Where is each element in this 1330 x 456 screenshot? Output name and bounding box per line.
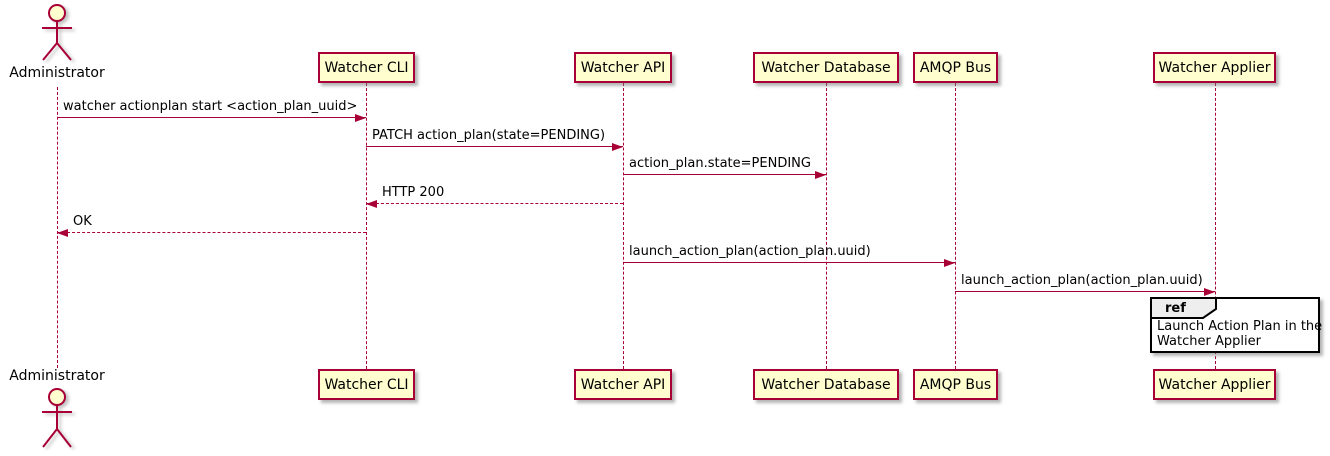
- participant-watcher-api-top: Watcher API: [574, 52, 672, 83]
- ref-text-line-2: Watcher Applier: [1157, 334, 1261, 350]
- participant-watcher-cli-top: Watcher CLI: [318, 52, 415, 83]
- message-label-4: HTTP 200: [382, 185, 445, 200]
- message-arrow-5: [57, 229, 366, 237]
- ref-body: Launch Action Plan in the Watcher Applie…: [1152, 319, 1323, 350]
- arrowhead-icon: [612, 143, 623, 151]
- participant-amqp-bus-bottom: AMQP Bus: [913, 369, 998, 400]
- ref-keyword: ref: [1165, 301, 1186, 316]
- arrowhead-icon: [944, 259, 955, 267]
- participant-watcher-applier-top: Watcher Applier: [1153, 52, 1276, 83]
- ref-text-line-1: Launch Action Plan in the: [1157, 319, 1323, 334]
- participant-watcher-applier-bottom: Watcher Applier: [1153, 369, 1276, 400]
- ref-fragment: ref Launch Action Plan in the Watcher Ap…: [1150, 297, 1323, 353]
- arrowhead-icon: [815, 171, 826, 179]
- lifeline-watcher-database: [826, 83, 827, 369]
- participant-amqp-bus-top: AMQP Bus: [913, 52, 998, 83]
- participant-watcher-database-top: Watcher Database: [753, 52, 899, 83]
- message-label-2: PATCH action_plan(state=PENDING): [372, 128, 606, 143]
- participant-watcher-database-bottom: Watcher Database: [753, 369, 899, 400]
- arrowhead-icon: [1204, 288, 1215, 296]
- message-label-6: launch_action_plan(action_plan.uuid): [629, 244, 871, 259]
- lifeline-watcher-applier: [1215, 83, 1216, 369]
- message-arrow-1: [57, 114, 366, 122]
- lifeline-watcher-cli: [366, 83, 367, 369]
- actor-label-top: Administrator: [9, 65, 105, 81]
- actor-icon: [42, 388, 72, 448]
- message-arrow-7: [955, 288, 1215, 296]
- message-arrow-6: [623, 259, 955, 267]
- participant-watcher-cli-bottom: Watcher CLI: [318, 369, 415, 400]
- lifeline-administrator: [57, 87, 58, 368]
- ref-tab-icon: [1150, 297, 1217, 319]
- lifeline-watcher-api: [623, 83, 624, 369]
- actor-icon: [42, 4, 72, 61]
- message-arrow-2: [366, 143, 623, 151]
- message-label-3: action_plan.state=PENDING: [629, 156, 811, 171]
- participant-watcher-api-bottom: Watcher API: [574, 369, 672, 400]
- arrowhead-icon: [57, 229, 68, 237]
- message-arrow-3: [623, 171, 826, 179]
- arrowhead-icon: [355, 114, 366, 122]
- message-label-7: launch_action_plan(action_plan.uuid): [961, 273, 1203, 288]
- message-label-5: OK: [73, 214, 92, 229]
- message-label-1: watcher actionplan start <action_plan_uu…: [63, 99, 358, 114]
- actor-label-bottom: Administrator: [9, 368, 105, 384]
- message-arrow-4: [366, 200, 623, 208]
- arrowhead-icon: [366, 200, 377, 208]
- lifeline-amqp-bus: [955, 83, 956, 369]
